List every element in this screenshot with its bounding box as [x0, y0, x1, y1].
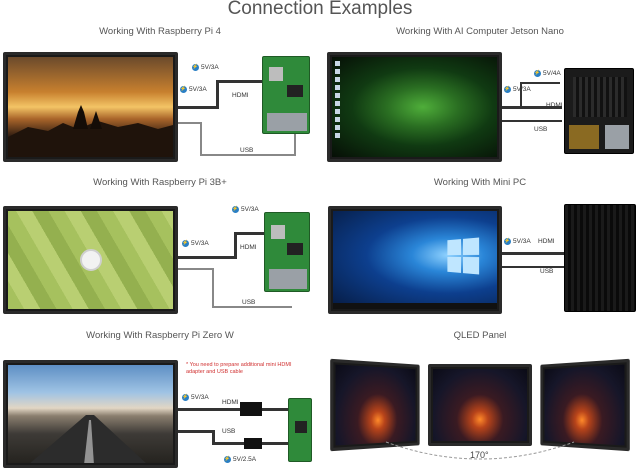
- hdmi-cable: [178, 256, 236, 259]
- power-label-left: ⚡5V/3A: [182, 240, 209, 248]
- hdmi-label: HDMI: [232, 92, 249, 99]
- viewing-angle-arc: [385, 441, 575, 460]
- power-icon: ⚡: [180, 86, 187, 93]
- monitor: [328, 206, 502, 314]
- power-icon: ⚡: [232, 206, 239, 213]
- monitor: [3, 52, 178, 162]
- panel-jetson-nano: Working With AI Computer Jetson Nano ⚡5V…: [320, 22, 640, 172]
- usb-label: USB: [242, 299, 256, 306]
- taskbar: [333, 303, 497, 309]
- power-cable: [520, 82, 560, 84]
- panel-qled: QLED Panel 170°: [320, 318, 640, 468]
- power-label-right: ⚡5V/3A: [232, 206, 259, 214]
- panel-caption: Working With AI Computer Jetson Nano: [396, 26, 564, 37]
- windows-logo-icon: [447, 237, 480, 275]
- campfire-wallpaper: [544, 364, 625, 446]
- panel-caption: Working With Raspberry Pi 4: [99, 26, 221, 37]
- power-icon: ⚡: [534, 70, 541, 77]
- monitor: [3, 360, 178, 468]
- panel-raspberry-pi-3b-plus: Working With Raspberry Pi 3B+ ⚡5V/3A ⚡5V…: [0, 172, 320, 322]
- power-icon: ⚡: [192, 64, 199, 71]
- desktop-icons: [335, 61, 340, 141]
- sunset-wallpaper: [8, 57, 173, 157]
- monitor: [327, 52, 502, 162]
- panel-caption: Working With Mini PC: [433, 177, 527, 188]
- hdmi-label: HDMI: [240, 244, 257, 251]
- panel-raspberry-pi-zero-w: Working With Raspberry Pi Zero W * You n…: [0, 318, 320, 468]
- power-label-right: ⚡5V/3A: [192, 64, 219, 72]
- hdmi-cable: [234, 232, 237, 259]
- usb-cable: [200, 154, 296, 156]
- raspberry-pi-zero-board: [288, 398, 312, 462]
- usb-cable: [294, 134, 296, 156]
- raspberry-pi-board: [262, 56, 310, 134]
- usb-cable: [200, 122, 202, 156]
- usb-label: USB: [240, 147, 254, 154]
- power-icon: ⚡: [182, 394, 189, 401]
- panel-caption: Working With Raspberry Pi 3B+: [93, 177, 227, 188]
- campfire-wallpaper: [335, 364, 416, 446]
- usb-label: USB: [540, 268, 554, 275]
- power-icon: ⚡: [504, 238, 511, 245]
- usb-cable: [212, 268, 214, 308]
- monitor: [3, 206, 178, 314]
- panel-mini-pc: Working With Mini PC ⚡5V/3A HDMI USB: [320, 172, 640, 322]
- usb-adapter: [244, 438, 262, 449]
- hdmi-cable: [178, 106, 218, 109]
- panel-raspberry-pi-4: Working With Raspberry Pi 4 ⚡5V/3A ⚡5V/3…: [0, 22, 320, 172]
- usb-cable: [178, 430, 214, 433]
- usb-cable: [178, 122, 202, 124]
- mini-hdmi-adapter: [240, 402, 262, 416]
- usb-cable: [212, 430, 215, 444]
- hdmi-cable: [178, 408, 288, 411]
- power-label-left: ⚡5V/3A: [182, 394, 209, 402]
- power-label-left: ⚡5V/3A: [504, 86, 531, 94]
- panel-caption: Working With Raspberry Pi Zero W: [86, 330, 234, 341]
- power-cable: [520, 82, 522, 108]
- logo-icon: [80, 249, 102, 271]
- nvidia-wallpaper: [332, 57, 497, 157]
- power-label-right: ⚡5V/4A: [534, 70, 561, 78]
- hdmi-cable: [234, 232, 266, 235]
- hdmi-cable: [502, 252, 566, 255]
- power-label-left: ⚡5V/3A: [180, 86, 207, 94]
- usb-cable: [502, 266, 566, 268]
- panel-caption: QLED Panel: [453, 330, 507, 341]
- windows-wallpaper: [333, 211, 497, 309]
- monitor-center: [428, 364, 532, 446]
- mini-pc-case: [564, 204, 636, 312]
- campfire-wallpaper: [433, 369, 527, 441]
- power-icon: ⚡: [182, 240, 189, 247]
- usb-label: USB: [222, 428, 236, 435]
- usb-cable: [178, 268, 214, 270]
- jetson-nano-board: [564, 68, 634, 154]
- raspberry-pi-board: [264, 212, 310, 292]
- usb-cable: [212, 306, 292, 308]
- viewing-angle-label: 170°: [470, 450, 489, 460]
- hdmi-cable: [216, 80, 266, 83]
- hdmi-label: HDMI: [538, 238, 555, 245]
- power-icon: ⚡: [504, 86, 511, 93]
- hdmi-label: HDMI: [222, 399, 239, 406]
- power-icon: ⚡: [224, 456, 231, 463]
- hdmi-label: HDMI: [546, 102, 563, 109]
- page-title: Connection Examples: [227, 0, 413, 19]
- usb-label: USB: [534, 126, 548, 133]
- hdmi-cable: [502, 106, 562, 109]
- usb-cable: [502, 120, 562, 122]
- road-wallpaper: [8, 365, 173, 463]
- power-label-left: ⚡5V/3A: [504, 238, 531, 246]
- hdmi-cable: [216, 80, 219, 109]
- adapter-note: * You need to prepare additional mini HD…: [186, 362, 292, 375]
- power-label-right: ⚡5V/2.5A: [224, 456, 257, 464]
- green-wallpaper: [8, 211, 173, 309]
